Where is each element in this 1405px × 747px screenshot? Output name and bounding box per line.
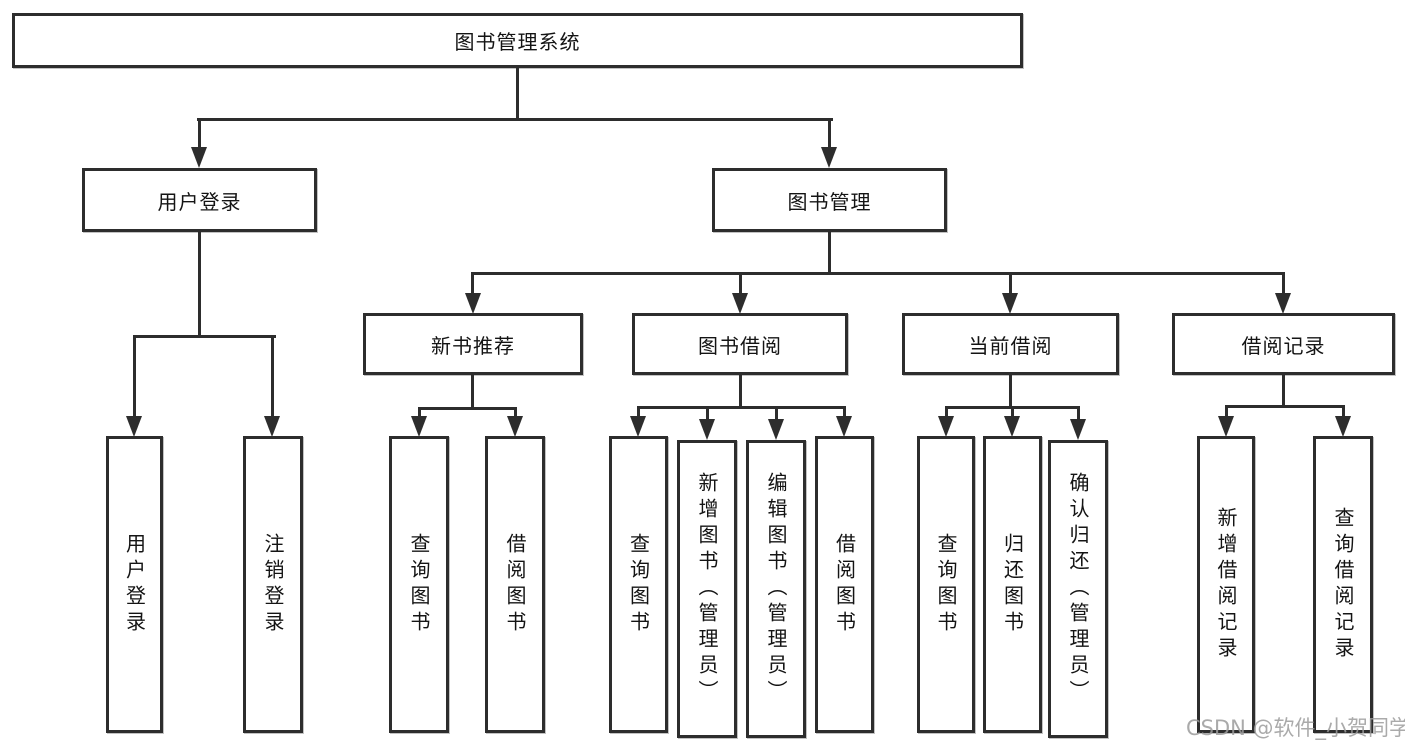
node-current-borrow: 当前借阅 <box>902 313 1119 375</box>
connector-line <box>775 406 778 421</box>
connector-line <box>133 335 276 338</box>
connector-line <box>706 406 709 421</box>
leaf-cb-return-books-label: 归还图书 <box>1000 532 1025 637</box>
leaf-logout: 注销登录 <box>243 436 303 733</box>
connector-line <box>271 335 274 420</box>
arrow-down-icon <box>465 293 481 314</box>
connector-line <box>828 118 831 152</box>
connector-line <box>514 407 517 420</box>
connector-line <box>1225 405 1228 419</box>
leaf-cb-query-books-label: 查询图书 <box>934 532 958 637</box>
connector-line <box>945 406 948 418</box>
node-new-book-recommend: 新书推荐 <box>363 313 583 375</box>
connector-line <box>418 407 421 420</box>
leaf-cb-confirm-return-admin: 确认归还（管理员） <box>1048 440 1108 738</box>
connector-line <box>1077 406 1080 421</box>
node-user-login-label: 用户登录 <box>157 189 242 214</box>
node-root-label: 图书管理系统 <box>454 30 581 54</box>
arrow-down-icon <box>191 147 207 168</box>
node-root: 图书管理系统 <box>12 13 1023 68</box>
leaf-br-add-record-label: 新增借阅记录 <box>1214 506 1238 663</box>
connector-line <box>198 118 201 152</box>
connector-line <box>198 232 201 338</box>
arrow-down-icon <box>821 147 837 168</box>
leaf-nb-borrow-books-label: 借阅图书 <box>503 532 527 637</box>
arrow-down-icon <box>507 416 523 437</box>
node-borrow-record-label: 借阅记录 <box>1241 333 1326 358</box>
leaf-nb-query-books: 查询图书 <box>389 436 449 733</box>
arrow-down-icon <box>699 419 715 440</box>
connector-line <box>739 375 742 408</box>
arrow-down-icon <box>836 416 852 437</box>
node-user-login: 用户登录 <box>82 168 317 232</box>
connector-line <box>1282 375 1285 407</box>
arrow-down-icon <box>126 416 142 437</box>
leaf-bb-query-books: 查询图书 <box>609 436 668 733</box>
leaf-br-query-record: 查询借阅记录 <box>1313 436 1373 733</box>
connector-line <box>471 272 474 296</box>
arrow-down-icon <box>1335 416 1351 437</box>
connector-line <box>739 272 742 296</box>
arrow-down-icon <box>630 416 646 437</box>
node-book-management-label: 图书管理 <box>787 189 872 214</box>
node-borrow-record: 借阅记录 <box>1172 313 1395 375</box>
csdn-watermark: CSDN @软件_小贺同学 <box>1186 716 1405 740</box>
arrow-down-icon <box>264 416 280 437</box>
connector-line <box>637 406 640 418</box>
connector-line <box>1011 406 1014 418</box>
leaf-nb-query-books-label: 查询图书 <box>407 532 431 637</box>
connector-line <box>516 68 519 120</box>
leaf-logout-label: 注销登录 <box>261 532 285 637</box>
arrow-down-icon <box>732 293 748 314</box>
leaf-bb-edit-books-admin-label: 编辑图书（管理员） <box>764 472 788 706</box>
arrow-down-icon <box>411 416 427 437</box>
leaf-bb-add-books-admin: 新增图书（管理员） <box>677 440 737 738</box>
arrow-down-icon <box>1002 293 1018 314</box>
leaf-bb-query-books-label: 查询图书 <box>626 532 651 637</box>
connector-line <box>637 406 846 409</box>
leaf-bb-add-books-admin-label: 新增图书（管理员） <box>695 472 719 706</box>
connector-line <box>197 118 833 121</box>
leaf-cb-query-books: 查询图书 <box>917 436 975 733</box>
connector-line <box>133 335 136 420</box>
connector-line <box>471 375 474 409</box>
leaf-user-login-label: 用户登录 <box>122 532 147 637</box>
node-book-management: 图书管理 <box>712 168 947 232</box>
connector-line <box>828 232 831 274</box>
leaf-nb-borrow-books: 借阅图书 <box>485 436 545 733</box>
connector-line <box>1225 405 1345 408</box>
leaf-cb-return-books: 归还图书 <box>983 436 1042 733</box>
connector-line <box>1009 375 1012 408</box>
leaf-br-query-record-label: 查询借阅记录 <box>1331 506 1355 663</box>
arrow-down-icon <box>1275 293 1291 314</box>
node-current-borrow-label: 当前借阅 <box>968 333 1053 358</box>
node-new-book-recommend-label: 新书推荐 <box>431 333 515 358</box>
connector-line <box>472 272 1285 275</box>
arrow-down-icon <box>1004 416 1020 437</box>
leaf-bb-edit-books-admin: 编辑图书（管理员） <box>746 440 806 738</box>
node-book-borrow-label: 图书借阅 <box>698 333 782 358</box>
arrow-down-icon <box>768 419 784 440</box>
leaf-bb-borrow-books: 借阅图书 <box>815 436 874 733</box>
leaf-cb-confirm-return-admin-label: 确认归还（管理员） <box>1066 472 1090 706</box>
connector-line <box>1342 405 1345 419</box>
leaf-bb-borrow-books-label: 借阅图书 <box>832 532 857 637</box>
connector-line <box>1009 272 1012 296</box>
connector-line <box>1282 272 1285 296</box>
arrow-down-icon <box>1070 419 1086 440</box>
node-book-borrow: 图书借阅 <box>632 313 848 375</box>
arrow-down-icon <box>938 416 954 437</box>
connector-line <box>843 406 846 418</box>
leaf-br-add-record: 新增借阅记录 <box>1197 436 1255 733</box>
leaf-user-login: 用户登录 <box>106 436 163 733</box>
arrow-down-icon <box>1218 416 1234 437</box>
connector-line <box>418 407 517 410</box>
